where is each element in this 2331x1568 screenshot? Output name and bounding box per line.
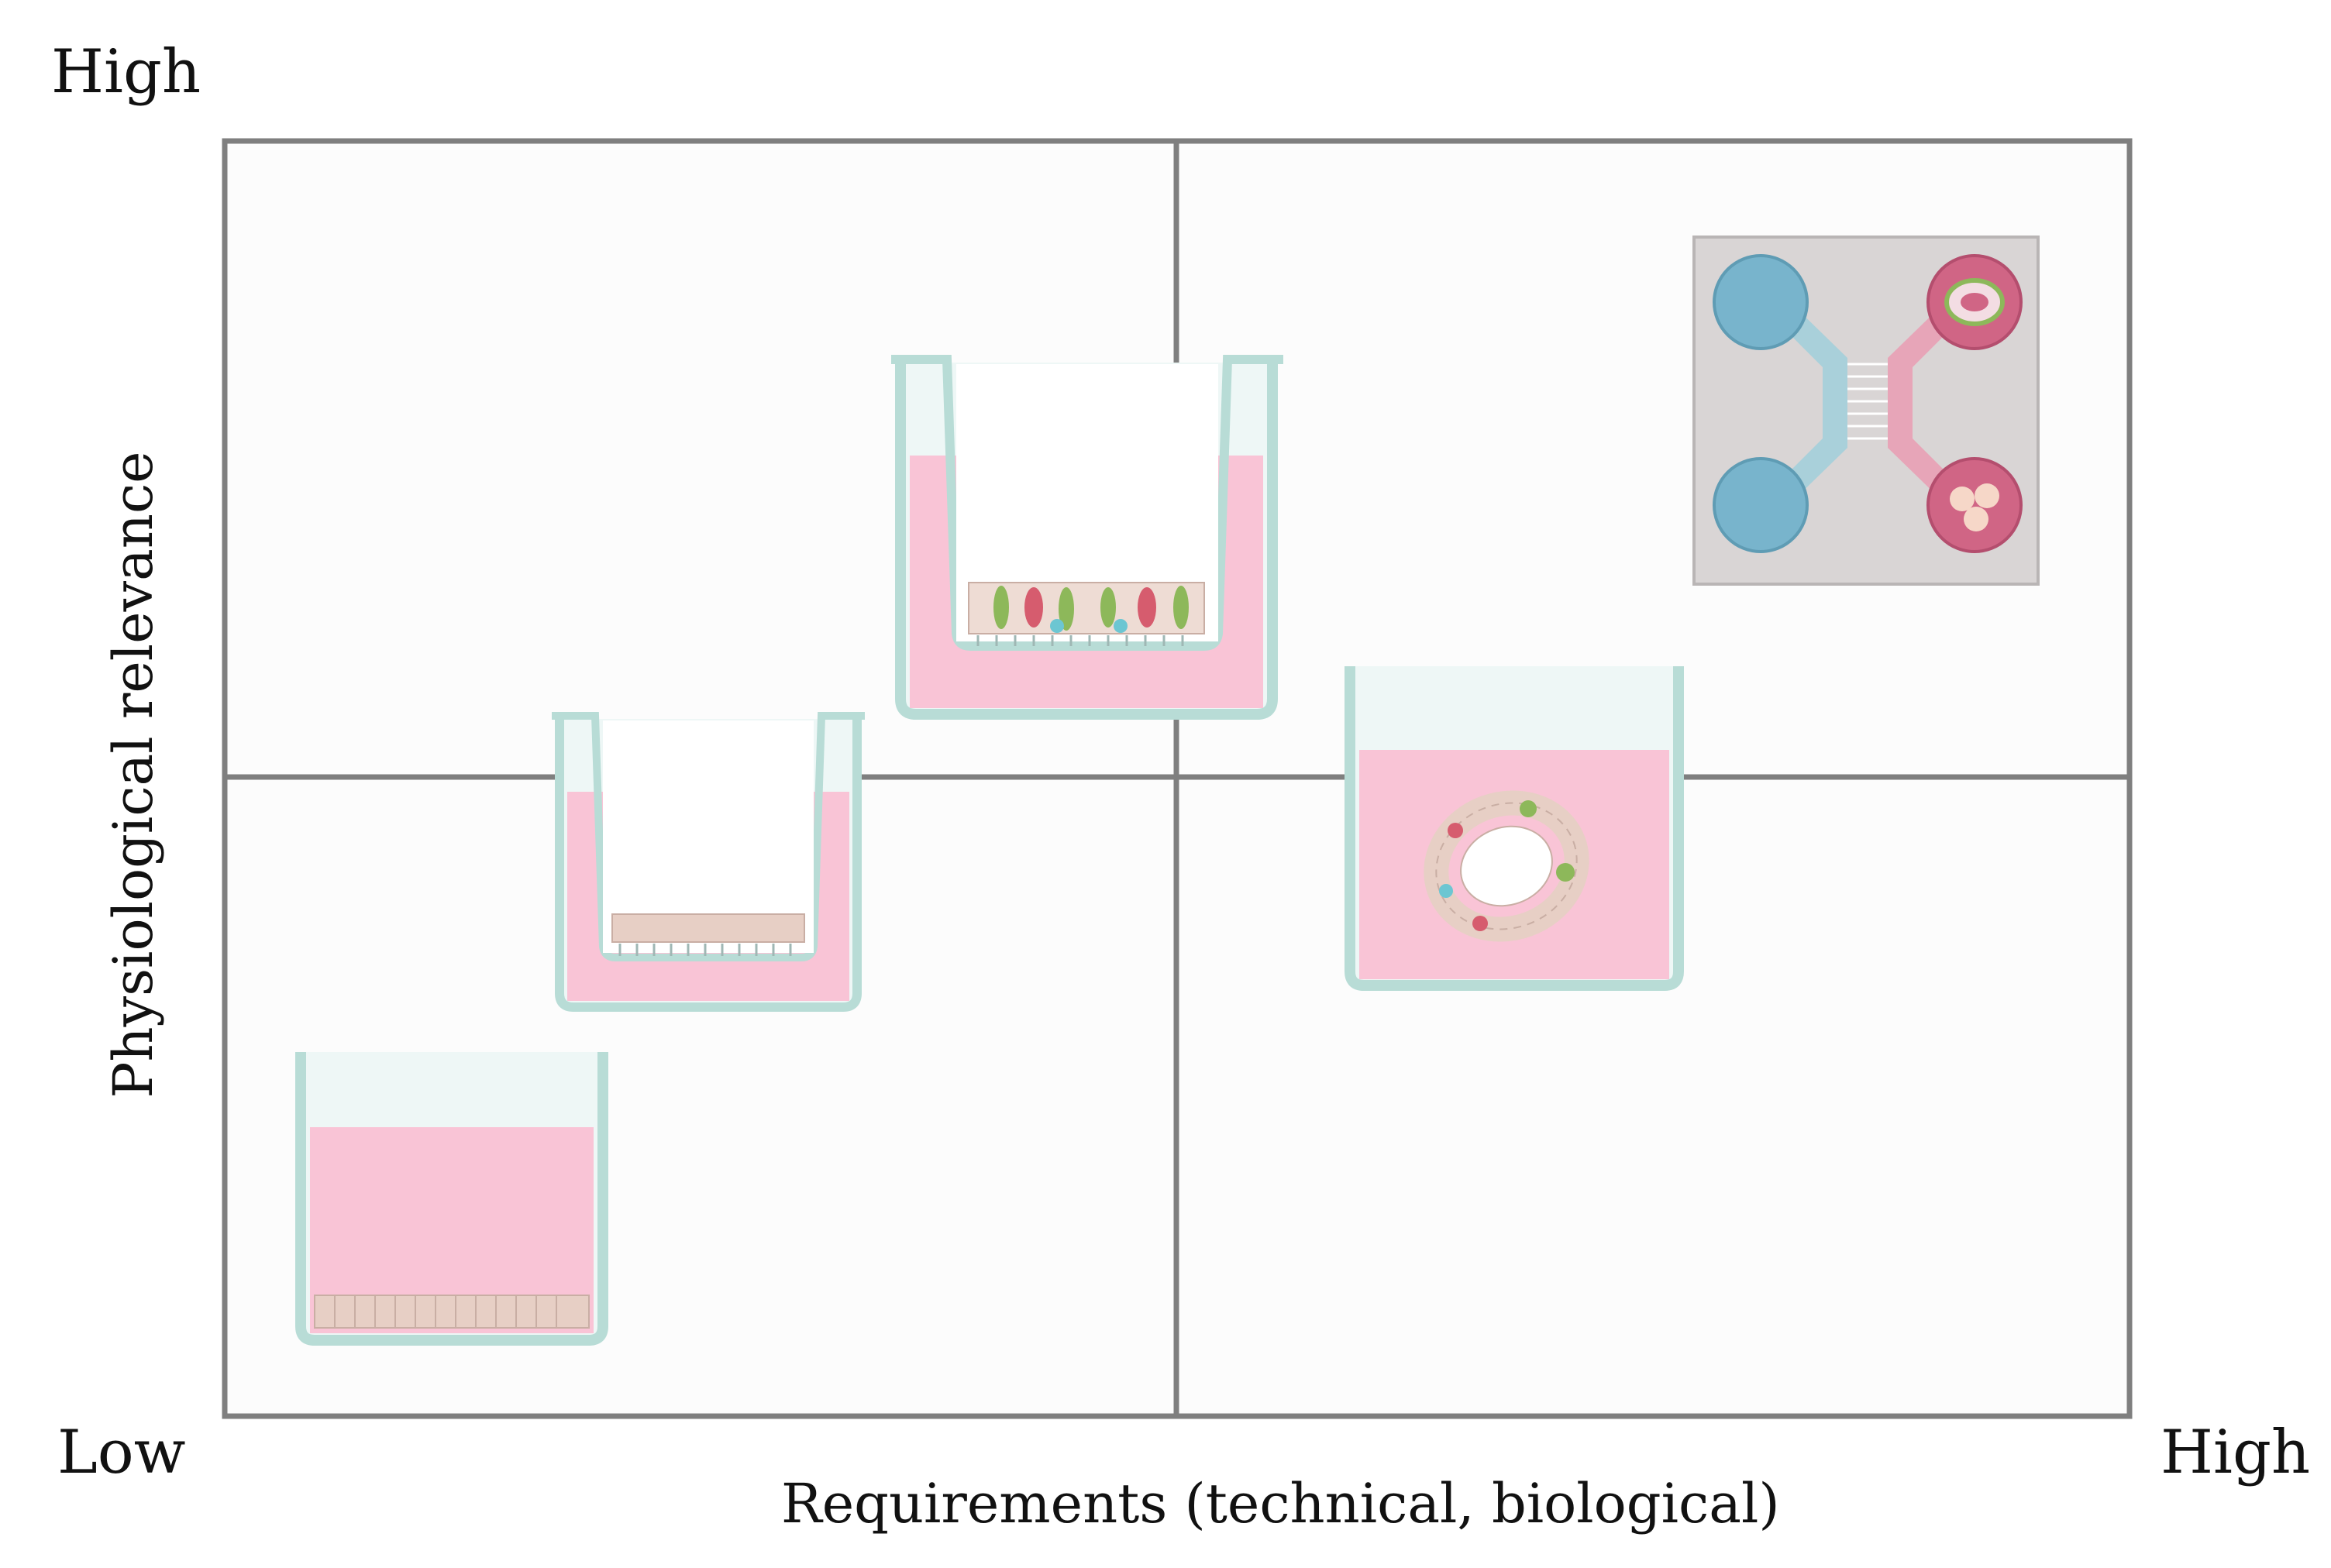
organ-on-chip-icon bbox=[1692, 236, 2040, 586]
y-axis-high-label: High bbox=[51, 37, 201, 107]
x-axis-title: Requirements (technical, biological) bbox=[781, 1472, 1780, 1535]
transwell-coculture-icon bbox=[891, 355, 1283, 720]
x-axis-high-label: High bbox=[2161, 1418, 2311, 1487]
x-axis-low-label: Low bbox=[57, 1418, 186, 1487]
transwell-monolayer-icon bbox=[552, 712, 865, 1012]
organoid-culture-icon bbox=[1345, 666, 1684, 991]
monolayer-well-icon bbox=[295, 1052, 608, 1346]
